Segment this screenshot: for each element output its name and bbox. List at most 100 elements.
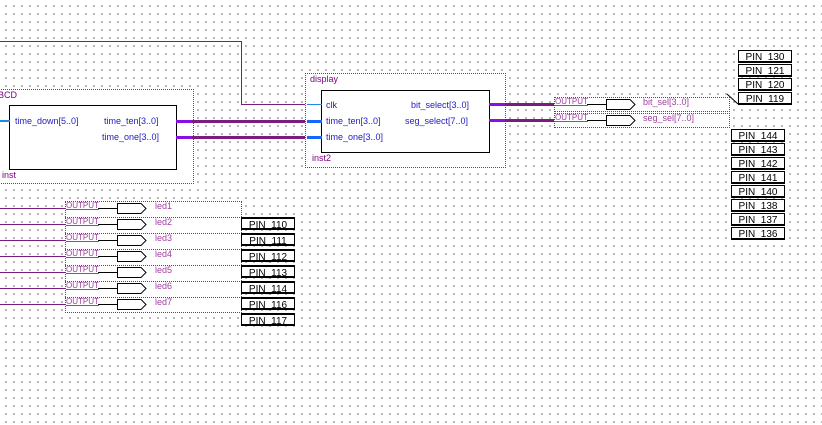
led-pin-lead <box>98 304 118 305</box>
led-pin-lead <box>98 224 118 225</box>
led-output-frame-row <box>65 265 240 280</box>
bcd-port-time-down: time_down[5..0] <box>15 116 79 126</box>
clk-wire-vertical <box>241 41 242 105</box>
led-wire <box>0 240 66 241</box>
pin-assignment[interactable]: PIN_130 <box>738 50 792 63</box>
pin-assignment[interactable]: PIN_143 <box>731 143 785 156</box>
led-output-type: OUTPUT <box>66 233 99 242</box>
pin-assignment[interactable]: PIN_136 <box>731 227 785 240</box>
bit-sel-output-frame[interactable] <box>554 97 730 112</box>
led-output-name: led6 <box>155 281 173 291</box>
clk-input-stub <box>307 104 322 105</box>
pin-assignment[interactable]: PIN_113 <box>241 265 295 279</box>
seg-sel-output-name: seg_sel[7..0] <box>643 113 695 123</box>
pin-assignment[interactable]: PIN_121 <box>738 64 792 77</box>
bit-sel-output-pin-icon <box>606 99 636 110</box>
led-output-type: OUTPUT <box>66 281 99 290</box>
led-output-name: led3 <box>155 233 173 243</box>
time-ten-bus <box>176 120 307 123</box>
seg-sel-output-pin-icon <box>606 115 636 126</box>
led-output-frame[interactable] <box>65 201 242 313</box>
bit-sel-pin-connector <box>726 93 739 105</box>
pin-assignment[interactable]: PIN_112 <box>241 249 295 263</box>
led-output-frame-row <box>65 201 240 216</box>
pin-assignment[interactable]: PIN_116 <box>241 297 295 311</box>
led-pin-lead <box>98 288 118 289</box>
bcd-instance-name: inst <box>2 170 17 180</box>
display-port-clk: clk <box>326 100 337 110</box>
led-output-type: OUTPUT <box>66 249 99 258</box>
time-down-input-wire <box>0 120 10 122</box>
bit-sel-output-name: bit_sel[3..0] <box>643 97 690 107</box>
bit-sel-pin-lead <box>587 104 607 105</box>
led-output-name: led4 <box>155 249 173 259</box>
led-wire <box>0 288 66 289</box>
time-ten-input-stub <box>307 120 322 123</box>
led-output-pin-icon <box>117 267 147 278</box>
led-wire <box>0 256 66 257</box>
time-ten-bus-stub <box>176 120 192 123</box>
led-output-frame-row <box>65 281 240 296</box>
pin-assignment[interactable]: PIN_117 <box>241 313 295 327</box>
clk-wire <box>0 41 242 42</box>
led-wire <box>0 224 66 225</box>
pin-assignment[interactable]: PIN_119 <box>738 92 792 105</box>
led-output-frame-row <box>65 217 240 232</box>
time-one-input-stub <box>307 136 322 139</box>
led-output-type: OUTPUT <box>66 201 99 210</box>
bit-sel-output-type: OUTPUT <box>555 97 588 106</box>
bcd-block-title: BCD <box>0 90 18 100</box>
led-pin-lead <box>98 240 118 241</box>
led-pin-lead <box>98 256 118 257</box>
led-output-pin-icon <box>117 251 147 262</box>
pin-assignment[interactable]: PIN_137 <box>731 213 785 226</box>
pin-assignment[interactable]: PIN_114 <box>241 281 295 295</box>
led-output-type: OUTPUT <box>66 265 99 274</box>
pin-assignment[interactable]: PIN_140 <box>731 185 785 198</box>
led-pin-lead <box>98 208 118 209</box>
bcd-port-time-ten: time_ten[3..0] <box>104 116 159 126</box>
led-output-name: led5 <box>155 265 173 275</box>
led-wire <box>0 208 66 209</box>
led-output-name: led7 <box>155 297 173 307</box>
led-output-pin-icon <box>117 235 147 246</box>
led-output-frame-row <box>65 297 240 312</box>
display-block[interactable] <box>321 90 490 153</box>
display-port-seg-select: seg_select[7..0] <box>405 116 469 126</box>
led-wire <box>0 272 66 273</box>
pin-assignment[interactable]: PIN_138 <box>731 199 785 212</box>
seg-sel-output-frame[interactable] <box>554 113 730 128</box>
pin-assignment[interactable]: PIN_141 <box>731 171 785 184</box>
bcd-block[interactable] <box>9 105 177 170</box>
bcd-port-time-one: time_one[3..0] <box>102 132 160 142</box>
bit-select-bus-stub <box>489 103 505 106</box>
led-output-type: OUTPUT <box>66 297 99 306</box>
display-port-time-ten: time_ten[3..0] <box>326 116 381 126</box>
time-one-bus-stub <box>176 136 192 139</box>
pin-assignment[interactable]: PIN_111 <box>241 233 295 247</box>
led-output-type: OUTPUT <box>66 217 99 226</box>
seg-select-bus <box>505 119 555 122</box>
led-output-name: led1 <box>155 201 173 211</box>
display-block-title: display <box>310 74 339 84</box>
led-output-pin-icon <box>117 299 147 310</box>
led-output-frame-row <box>65 233 240 248</box>
seg-sel-pin-lead <box>587 120 607 121</box>
led-wire <box>0 304 66 305</box>
display-port-time-one: time_one[3..0] <box>326 132 384 142</box>
led-output-pin-icon <box>117 283 147 294</box>
display-instance-name: inst2 <box>312 153 332 163</box>
pin-assignment[interactable]: PIN_144 <box>731 129 785 142</box>
bit-select-bus <box>505 103 555 106</box>
led-output-frame-row <box>65 249 240 264</box>
led-output-pin-icon <box>117 203 147 214</box>
led-output-name: led2 <box>155 217 173 227</box>
pin-assignment[interactable]: PIN_110 <box>241 217 295 231</box>
clk-wire-lower <box>241 104 307 105</box>
pin-assignment[interactable]: PIN_120 <box>738 78 792 91</box>
display-port-bit-select: bit_select[3..0] <box>411 100 470 110</box>
led-pin-lead <box>98 272 118 273</box>
pin-assignment[interactable]: PIN_142 <box>731 157 785 170</box>
seg-sel-output-type: OUTPUT <box>555 113 588 122</box>
seg-select-bus-stub <box>489 119 505 122</box>
